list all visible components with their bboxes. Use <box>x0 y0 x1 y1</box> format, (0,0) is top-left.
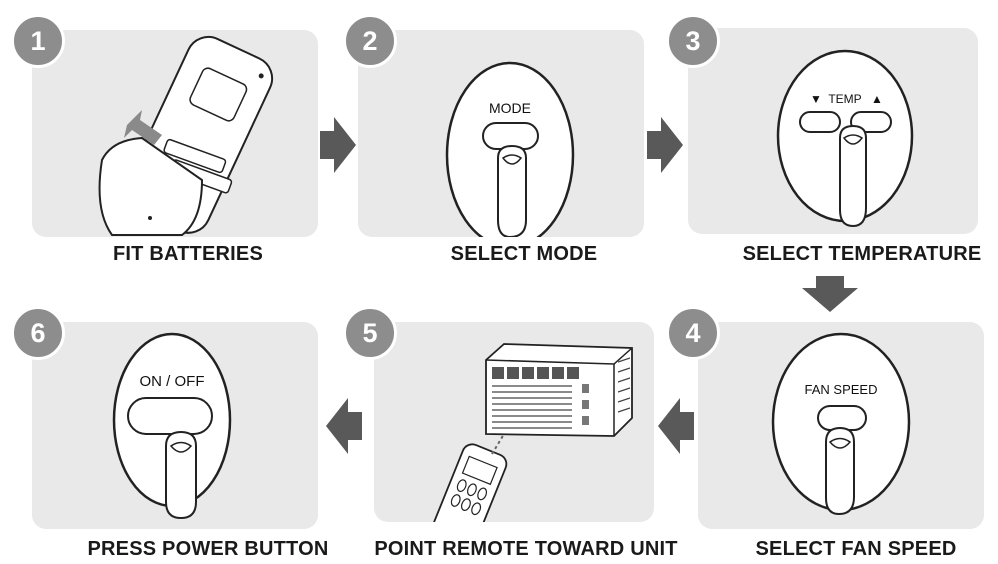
arrow-right-icon <box>320 117 356 173</box>
step-3-panel: ▼ TEMP ▲ <box>688 28 978 234</box>
step-5-badge: 5 <box>343 306 397 360</box>
temp-up-symbol: ▲ <box>871 92 883 106</box>
mode-button-illustration: MODE <box>445 61 575 237</box>
step-4-badge: 4 <box>666 306 720 360</box>
step-2-panel: MODE <box>358 30 644 237</box>
step-2-caption: SELECT MODE <box>450 243 598 265</box>
step-5-caption: POINT REMOTE TOWARD UNIT <box>374 538 678 560</box>
mode-label: MODE <box>489 100 531 116</box>
temp-down-symbol: ▼ <box>810 92 822 106</box>
step-6-caption: PRESS POWER BUTTON <box>87 538 329 560</box>
temp-buttons-illustration: ▼ TEMP ▲ <box>776 49 914 228</box>
fan-speed-label: FAN SPEED <box>805 382 878 397</box>
step-4-caption: SELECT FAN SPEED <box>755 538 957 560</box>
step-4-panel: FAN SPEED <box>698 322 984 529</box>
step-3-caption: SELECT TEMPERATURE <box>742 243 982 265</box>
arrow-left-icon <box>326 398 362 454</box>
step-6-badge: 6 <box>11 306 65 360</box>
temp-label: TEMP <box>828 92 861 106</box>
step-5-panel <box>374 322 654 522</box>
step-1-panel <box>32 30 318 237</box>
arrow-right-icon <box>647 117 683 173</box>
step-2-badge: 2 <box>343 14 397 68</box>
step-3-badge: 3 <box>666 14 720 68</box>
step-1-badge: 1 <box>11 14 65 68</box>
ac-unit-and-remote-illustration <box>431 343 633 522</box>
remote-battery-illustration <box>98 35 274 236</box>
step-6-panel: ON / OFF <box>32 322 318 529</box>
arrow-down-icon <box>802 276 858 312</box>
power-button-illustration: ON / OFF <box>112 332 232 520</box>
arrow-left-icon <box>658 398 694 454</box>
fan-speed-button-illustration: FAN SPEED <box>771 332 911 516</box>
on-off-label: ON / OFF <box>140 373 205 390</box>
step-1-caption: FIT BATTERIES <box>112 243 264 265</box>
